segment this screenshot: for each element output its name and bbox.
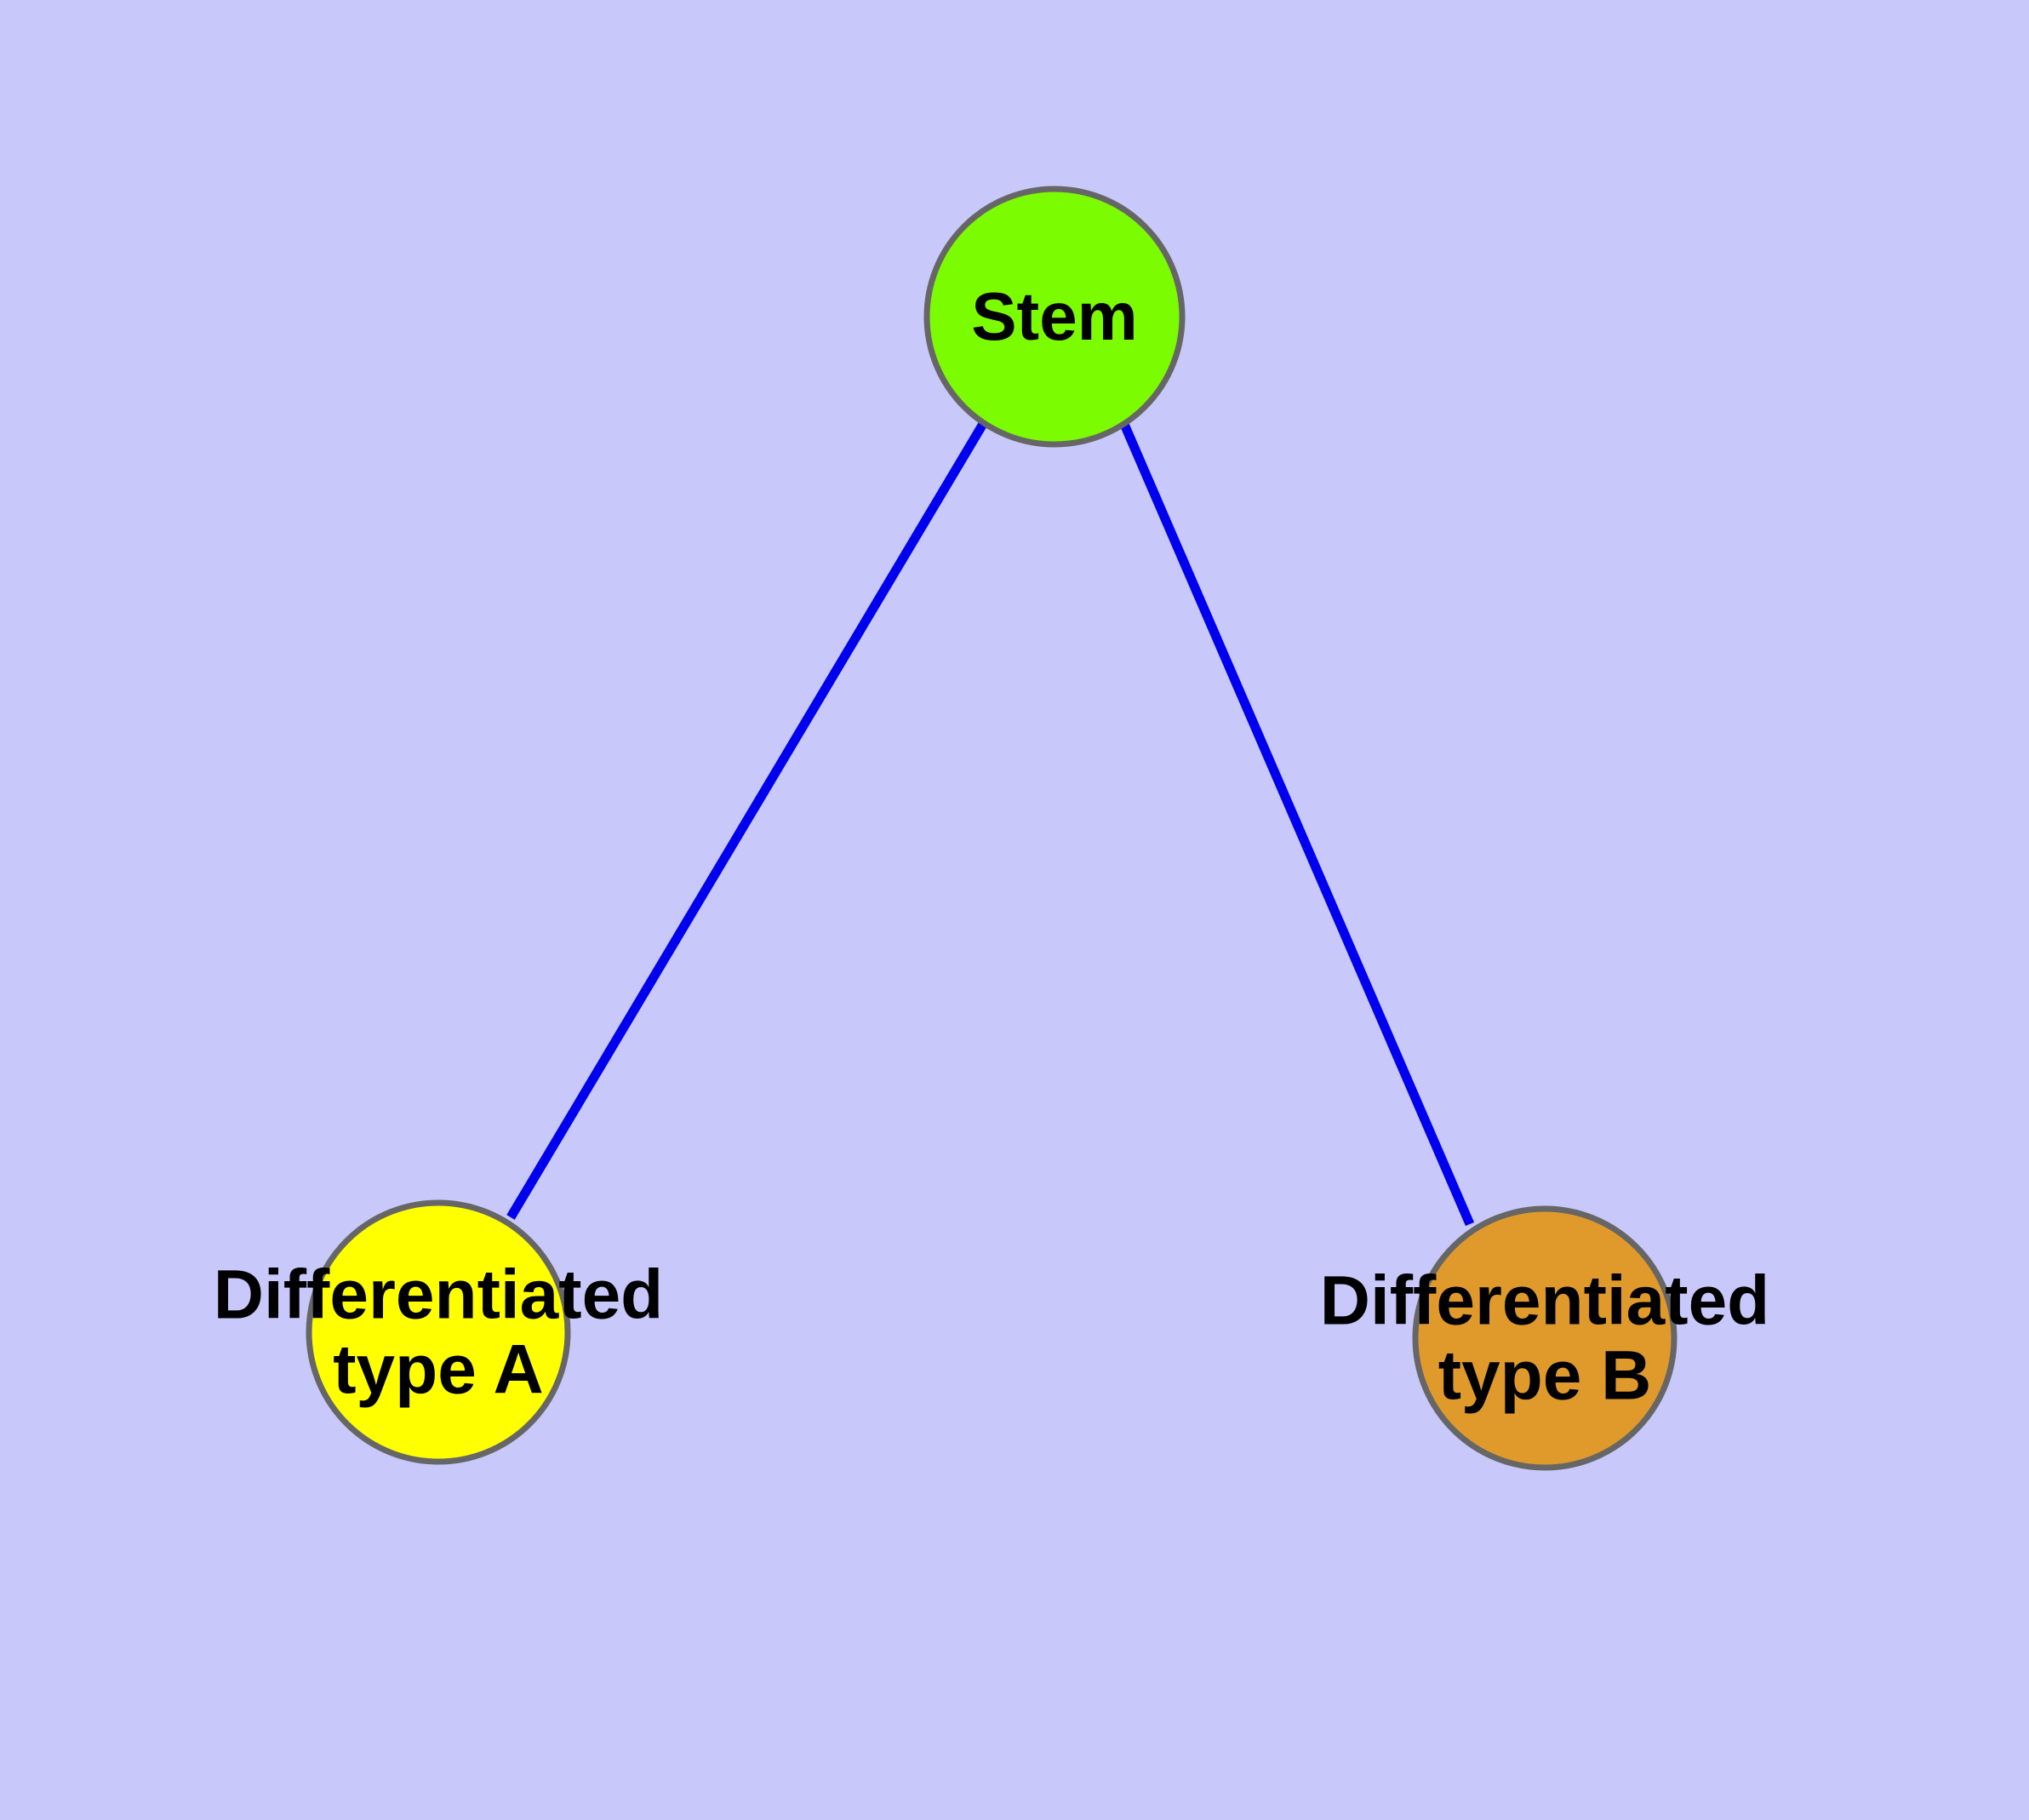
nodes-group <box>306 186 1677 1471</box>
node-stem[interactable] <box>923 186 1186 448</box>
edges-group <box>506 420 1475 1227</box>
edge-stem-to-a[interactable] <box>506 421 987 1220</box>
node-diff-a[interactable] <box>306 1199 571 1465</box>
node-diff-b[interactable] <box>1412 1205 1677 1471</box>
edge-stem-to-b[interactable] <box>1118 420 1475 1227</box>
